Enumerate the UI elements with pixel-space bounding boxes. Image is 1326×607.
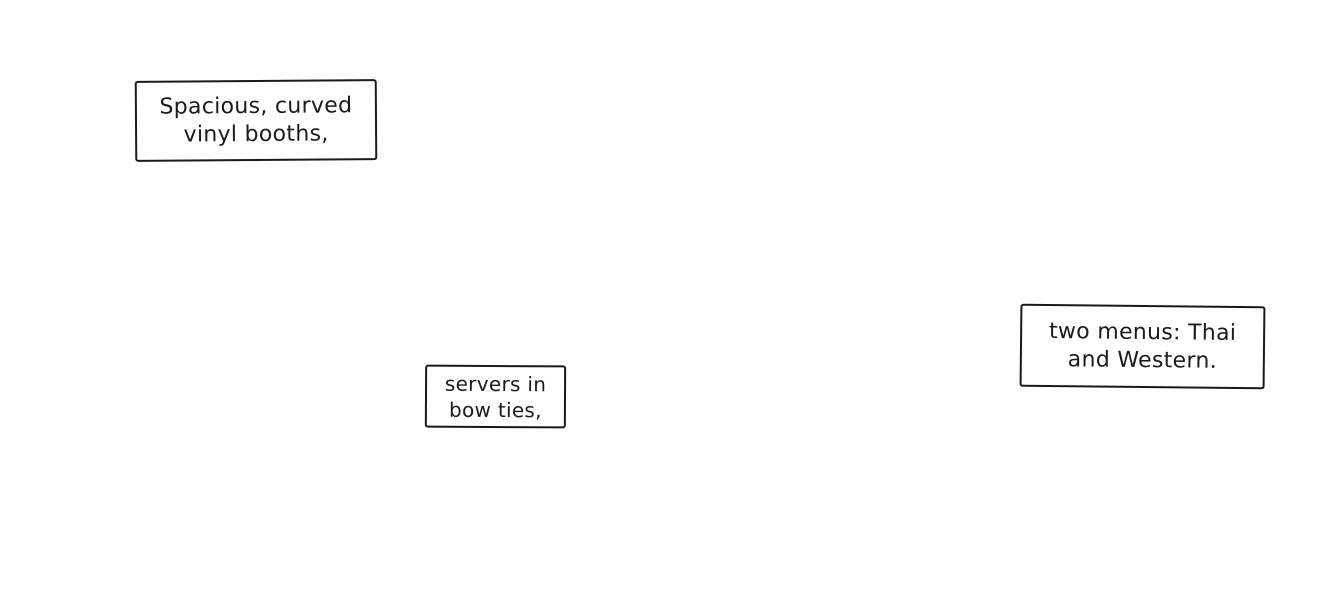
caption-text-line: Spacious, curved bbox=[159, 92, 353, 120]
caption-text-line: servers in bbox=[444, 371, 547, 396]
caption-box-menus: two menus: Thai and Western. bbox=[1019, 303, 1266, 390]
caption-box-servers: servers in bow ties, bbox=[424, 364, 567, 429]
caption-text-line: vinyl booths, bbox=[183, 120, 329, 148]
caption-text-line: two menus: Thai bbox=[1048, 318, 1237, 346]
caption-box-booths: Spacious, curved vinyl booths, bbox=[134, 79, 378, 162]
caption-text-line: bow ties, bbox=[448, 397, 542, 422]
caption-text-line: and Western. bbox=[1067, 346, 1218, 374]
